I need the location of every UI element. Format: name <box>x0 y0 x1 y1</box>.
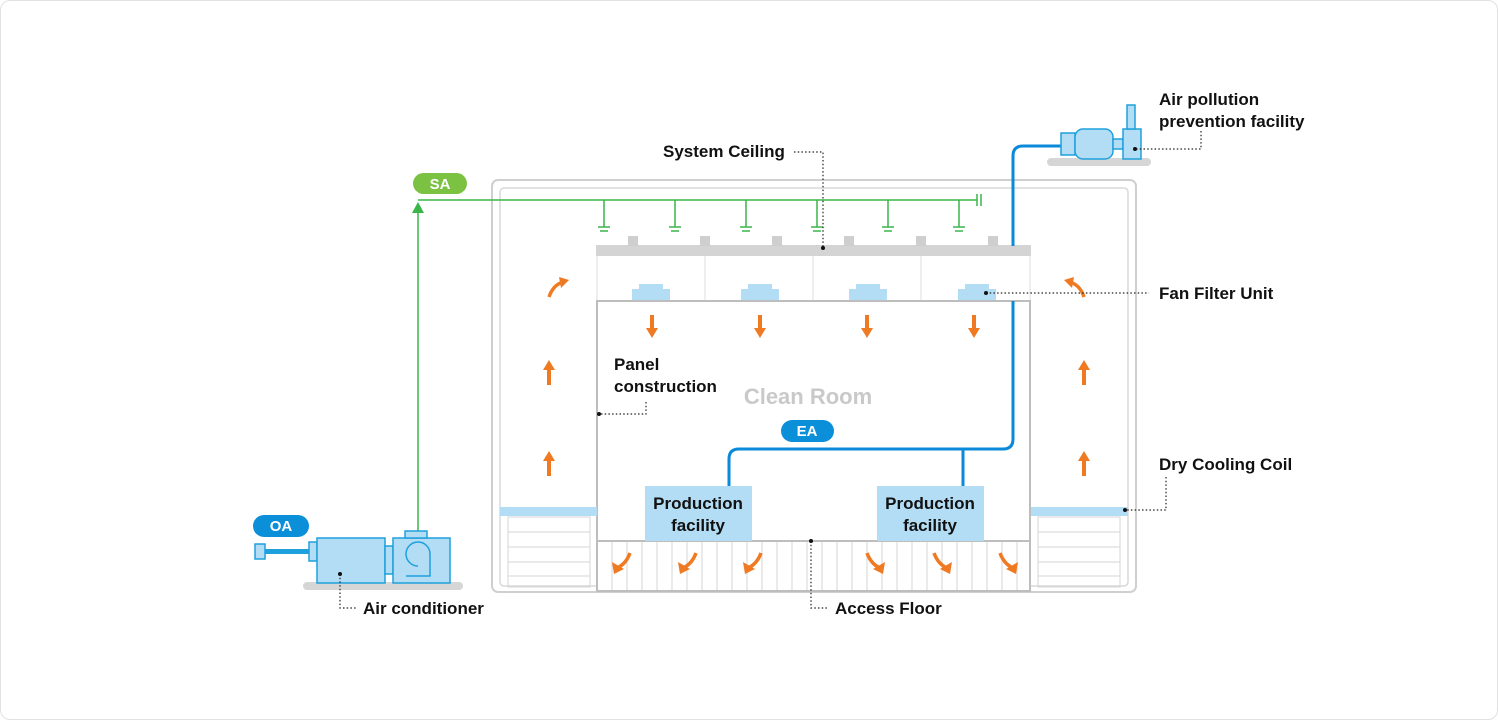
system-ceiling <box>596 236 1031 256</box>
dry-cooling-coil-right <box>1031 507 1128 516</box>
oa-tag-text: OA <box>270 518 293 535</box>
supply-air-duct <box>417 194 982 541</box>
leader-lines <box>339 131 1202 609</box>
air-pollution-label-line2: prevention facility <box>1159 112 1305 131</box>
ea-tag: EA <box>781 420 834 442</box>
air-pollution-facility <box>1047 104 1151 166</box>
access-floor <box>596 540 1031 592</box>
exhaust-air-duct <box>727 144 1061 487</box>
return-air-arrows <box>543 277 1090 476</box>
sa-tag-text: SA <box>430 176 451 193</box>
leader-dots <box>338 147 1137 576</box>
panel-construction-label-line2: construction <box>614 377 717 396</box>
side-grilles <box>507 516 1121 588</box>
supply-air-arrow <box>412 202 424 213</box>
production-facility-right <box>877 486 984 541</box>
dry-cooling-coil-label: Dry Cooling Coil <box>1159 455 1292 474</box>
production-facility-left-line1: Production <box>653 494 743 513</box>
air-conditioner-label: Air conditioner <box>363 599 484 618</box>
access-floor-label: Access Floor <box>835 599 942 618</box>
sa-tag: SA <box>413 173 467 194</box>
fan-filter-units <box>632 284 996 301</box>
air-pollution-label-line1: Air pollution <box>1159 90 1259 109</box>
oa-tag: OA <box>253 515 309 537</box>
floor-airflow-arrowheads <box>612 562 1018 574</box>
air-conditioner <box>254 530 463 590</box>
production-facility-left-line2: facility <box>671 516 725 535</box>
dry-cooling-coil-left <box>500 507 597 516</box>
system-ceiling-label: System Ceiling <box>663 142 785 161</box>
downflow-arrows <box>646 315 980 338</box>
clean-room-label: Clean Room <box>744 384 872 409</box>
production-facility-right-line1: Production <box>885 494 975 513</box>
production-facility-left <box>645 486 752 541</box>
panel-construction-label-line1: Panel <box>614 355 659 374</box>
production-facility-right-line2: facility <box>903 516 957 535</box>
fan-filter-unit-label: Fan Filter Unit <box>1159 284 1274 303</box>
ea-tag-text: EA <box>797 423 818 440</box>
